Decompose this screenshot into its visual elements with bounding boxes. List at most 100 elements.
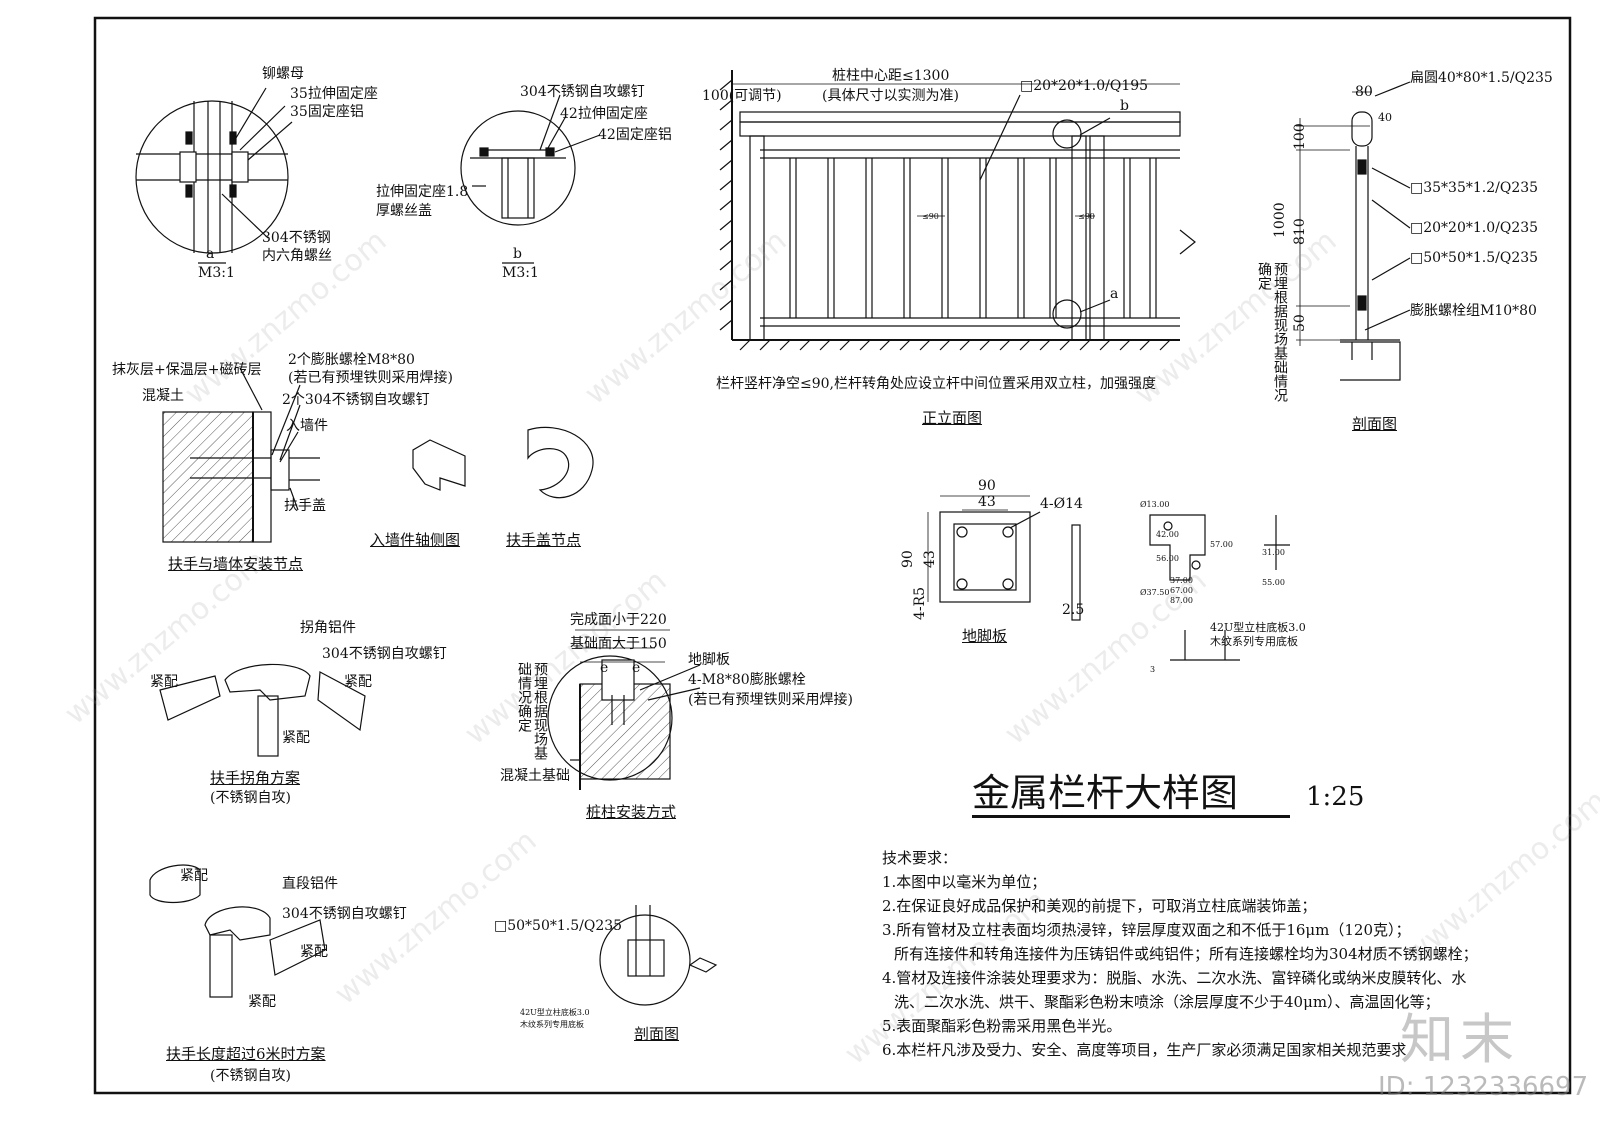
detail-a-drawing (135, 87, 293, 264)
base-l8: 31.00 (1262, 548, 1285, 557)
straight-tight-2: 紧配 (300, 944, 328, 960)
post-caption: 桩柱安装方式 (586, 803, 677, 821)
footplate-holes: 4-Ø14 (1040, 496, 1083, 512)
elevation-gap-1: ≤90 (922, 212, 939, 221)
section-caption: 剖面图 (1352, 415, 1398, 433)
footplate-t: 2.5 (1062, 602, 1085, 618)
post-install-drawing (547, 629, 701, 790)
corner-drawing (159, 663, 366, 757)
section-d810: 810 (1292, 218, 1308, 245)
small-section-caption: 剖面图 (634, 1025, 680, 1043)
requirement-item: 6.本栏杆凡涉及受力、安全、高度等项目，生产厂家必须满足国家相关规范要求 (882, 1041, 1407, 1059)
section-spec-1: 扁圆40*80*1.5/Q235 (1410, 70, 1553, 86)
label-rivet-nut: 铆螺母 (262, 66, 304, 82)
label-bolt-1: 304不锈钢 (262, 230, 331, 246)
wall-cap: 扶手盖 (284, 498, 326, 514)
base-l2: 67.00 (1170, 586, 1193, 595)
elevation-adjust: 100(可调节) (702, 88, 782, 104)
corner-tight-2: 紧配 (344, 674, 372, 690)
detail-b-ratio: M3:1 (502, 265, 539, 281)
footplate-caption: 地脚板 (962, 627, 1008, 645)
footplate-w90: 90 (978, 478, 996, 494)
wall-node-caption: 扶手与墙体安装节点 (168, 555, 304, 573)
base-cap-2: 木纹系列专用底板 (1210, 635, 1298, 648)
label-cap-2: 厚螺丝盖 (376, 203, 432, 219)
base-l7: 57.00 (1210, 540, 1233, 549)
base-d2: Ø37.50 (1140, 588, 1170, 597)
section-spec-4: □50*50*1.5/Q235 (1410, 250, 1539, 266)
label-seat42: 42拉伸固定座 (560, 106, 648, 122)
requirement-item: 所有连接件和转角连接件为压铸铝件或纯铝件；所有连接螺栓均为304材质不锈钢螺栓； (894, 945, 1478, 963)
elevation-spacing: 桩柱中心距≤1300 (832, 68, 950, 84)
detail-a-mark: a (206, 246, 215, 262)
wall-concrete: 混凝土 (142, 388, 184, 404)
base-l6: 55.00 (1262, 578, 1285, 587)
elevation-spacing-note: (具体尺寸以实测为准) (822, 88, 959, 104)
straight-drawing (149, 864, 326, 998)
section-d100: 100 (1292, 123, 1308, 150)
elevation-note: 栏杆竖杆净空≤90,栏杆转角处应设立杆中间位置采用双立柱，加强强度 (716, 376, 1156, 392)
corner-tight-3: 紧配 (282, 730, 310, 746)
straight-tight-1: 紧配 (180, 868, 208, 884)
corner-tight-1: 紧配 (150, 674, 178, 690)
footplate-w43: 43 (978, 494, 996, 510)
label-cap-1: 拉伸固定座1.8 (376, 184, 469, 200)
label-screw-b: 304不锈钢自攻螺钉 (520, 84, 645, 100)
detail-b-mark: b (513, 246, 522, 262)
section-d50: 50 (1292, 314, 1308, 332)
base-l4: 42.00 (1156, 530, 1179, 539)
elevation-mark-b: b (1120, 98, 1129, 114)
requirement-item: 2.在保证良好成品保护和美观的前提下，可取消立柱底端装饰盖； (882, 897, 1317, 915)
post-e1: e (600, 660, 609, 676)
watermark-brand: 知末 (1400, 1008, 1520, 1071)
page-title: 金属栏杆大样图 (972, 771, 1239, 815)
label-seat42-al: 42固定座铝 (598, 127, 672, 143)
base-l5: 56.00 (1156, 554, 1179, 563)
straight-tight-3: 紧配 (248, 994, 276, 1010)
post-concrete: 混凝土基础 (500, 768, 570, 784)
requirement-item: 洗、二次水洗、烘干、聚酯彩色粉末喷涂（涂层厚度不少于40μm）、高温固化等； (894, 993, 1440, 1011)
base-cap-1: 42U型立柱底板3.0 (1210, 621, 1306, 634)
elevation-spec: □20*20*1.0/Q195 (1020, 78, 1149, 94)
requirement-item: 3.所有管材及立柱表面均须热浸锌，锌层厚度双面之和不低于16μm（120克）； (882, 921, 1411, 939)
requirements-heading: 技术要求： (882, 849, 958, 867)
wall-layer: 抹灰层+保温层+磁砖层 (112, 362, 262, 378)
post-finish: 完成面小于220 (570, 612, 667, 628)
label-seat35: 35拉伸固定座 (290, 86, 378, 102)
requirement-item: 4.管材及连接件涂装处理要求为：脱脂、水洗、二次水洗、富锌磷化或纳米皮膜转化、水 (882, 969, 1467, 987)
footplate-h43: 43 (922, 550, 938, 568)
wall-axo-caption: 入墙件轴侧图 (370, 531, 461, 549)
post-base: 基础面大于150 (570, 636, 667, 652)
title-underline (972, 815, 1290, 818)
section-w80: 80 (1355, 84, 1373, 100)
detail-b-drawing (460, 94, 601, 264)
label-bolt-2: 内六角螺丝 (262, 248, 332, 264)
corner-screw: 304不锈钢自攻螺钉 (322, 646, 447, 662)
footplate-r: 4-R5 (912, 586, 928, 620)
small-section-spec: □50*50*1.5/Q235 (494, 918, 623, 934)
section-drawing (1296, 81, 1411, 381)
straight-part: 直段铝件 (282, 876, 338, 892)
section-spec-5: 膨胀螺栓组M10*80 (1410, 303, 1537, 319)
post-e2: e (632, 660, 641, 676)
base-d1: Ø13.00 (1140, 500, 1170, 509)
scale-label: 1:25 (1306, 782, 1365, 812)
wall-screw: 2个304不锈钢自攻螺钉 (282, 392, 430, 408)
post-bolt: 4-M8*80膨胀螺栓 (688, 672, 806, 688)
base-l1: 37.00 (1170, 576, 1193, 585)
elevation-drawing (719, 70, 1196, 351)
section-spec-3: □20*20*1.0/Q235 (1410, 220, 1539, 236)
requirement-item: 1.本图中以毫米为单位； (882, 873, 1047, 891)
elevation-gap-2: ≤90 (1078, 212, 1095, 221)
sheet-border (93, 16, 1572, 1095)
straight-screw: 304不锈钢自攻螺钉 (282, 906, 407, 922)
small-section-cap-2: 木纹系列专用底板 (520, 1020, 584, 1029)
watermark-id: ID: 1232336697 (1378, 1072, 1589, 1102)
section-spec-2: □35*35*1.2/Q235 (1410, 180, 1539, 196)
wall-piece: 入墙件 (286, 418, 328, 434)
base-l3: 87.00 (1170, 596, 1193, 605)
section-d40: 40 (1378, 111, 1392, 124)
base-l9: 3 (1150, 665, 1156, 674)
corner-caption: 扶手拐角方案 (210, 769, 301, 787)
elevation-mark-a: a (1110, 286, 1119, 302)
